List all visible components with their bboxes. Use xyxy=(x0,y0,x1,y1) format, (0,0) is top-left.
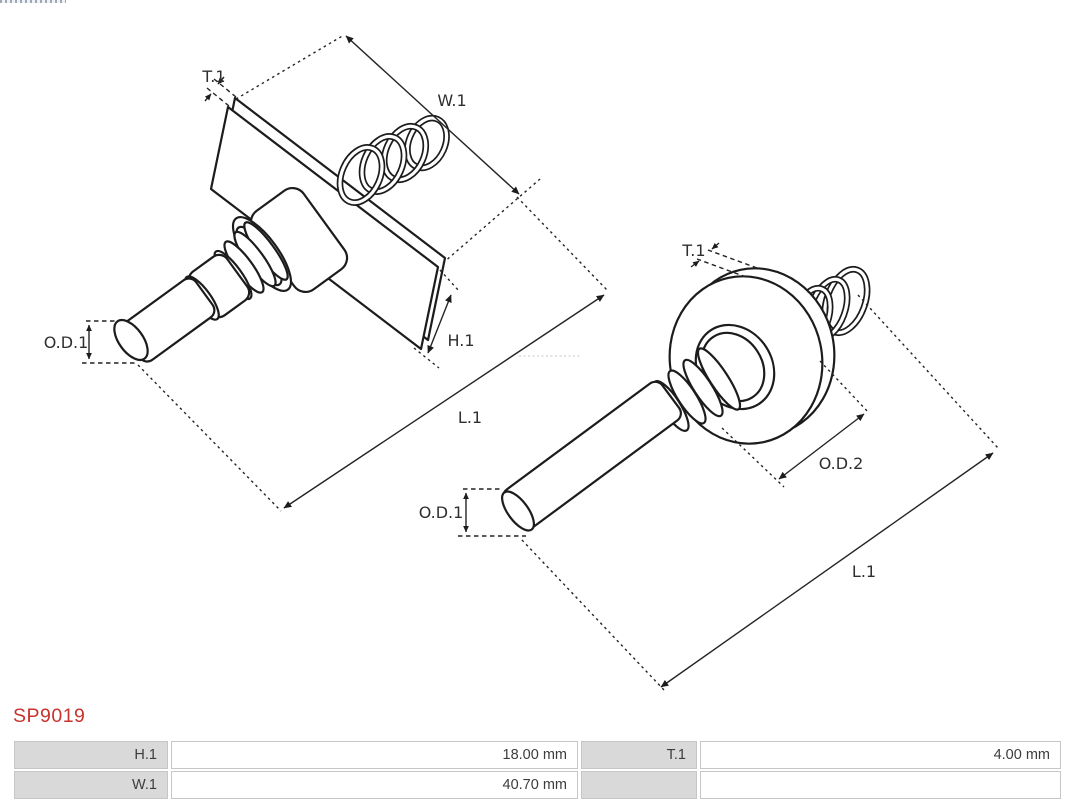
spec-value-cell: 18.00 mm xyxy=(171,741,578,769)
spec-row: H.1 18.00 mm T.1 4.00 mm xyxy=(14,741,1061,769)
spec-label-cell xyxy=(581,771,697,799)
dim-label-t1-right: T.1 xyxy=(681,241,705,260)
plunger-shaft-right xyxy=(501,380,682,532)
dim-l1-left: L.1 xyxy=(137,196,608,512)
spec-value-cell: 4.00 mm xyxy=(700,741,1061,769)
dim-label-l1-right: L.1 xyxy=(852,562,876,581)
dim-od1-left: O.D.1 xyxy=(44,320,136,364)
dim-l1-right: L.1 xyxy=(521,294,999,691)
spec-row: W.1 40.70 mm xyxy=(14,771,1061,799)
technical-drawing: T.1 W.1 H.1 L.1 xyxy=(44,34,999,691)
spec-label-cell: H.1 xyxy=(14,741,168,769)
dim-label-h1: H.1 xyxy=(447,331,474,350)
dim-t1-left: T.1 xyxy=(201,67,237,107)
part-number: SP9019 xyxy=(13,705,86,727)
spec-label-cell: W.1 xyxy=(14,771,168,799)
dim-w1: W.1 xyxy=(235,34,541,264)
dim-label-w1: W.1 xyxy=(437,91,466,110)
left-view: T.1 W.1 H.1 L.1 xyxy=(44,34,608,512)
dim-label-od2: O.D.2 xyxy=(819,454,864,473)
cropped-logo-strip xyxy=(0,0,66,3)
dim-od1-right: O.D.1 xyxy=(419,488,526,537)
dim-label-od1-left: O.D.1 xyxy=(44,333,89,352)
spec-table: H.1 18.00 mm T.1 4.00 mm W.1 40.70 mm xyxy=(11,739,1064,801)
dim-t1-right: T.1 xyxy=(681,241,758,278)
spec-value-cell: 40.70 mm xyxy=(171,771,578,799)
plunger-shaft xyxy=(113,253,251,363)
right-view: T.1 O.D.2 L.1 O.D.1 xyxy=(419,241,999,691)
spec-value-cell xyxy=(700,771,1061,799)
dim-label-od1-right: O.D.1 xyxy=(419,503,464,522)
dim-label-l1-left: L.1 xyxy=(458,408,482,427)
spec-label-cell: T.1 xyxy=(581,741,697,769)
dim-label-t1-left: T.1 xyxy=(201,67,225,86)
thread-ridges-right xyxy=(652,347,742,432)
